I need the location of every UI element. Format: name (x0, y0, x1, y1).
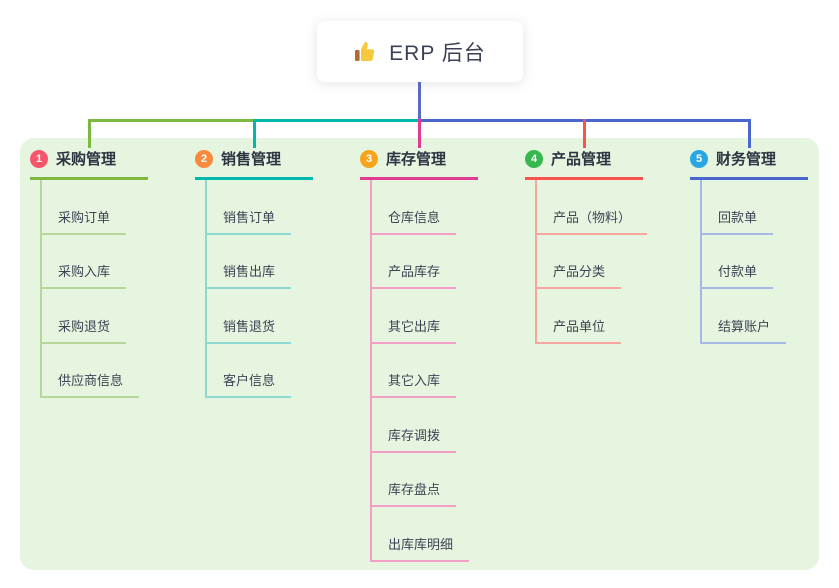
child-label: 产品库存 (388, 264, 441, 279)
branch-number-badge: 1 (30, 149, 48, 168)
child-node[interactable]: 客户信息 (207, 344, 292, 398)
branch-node-2: 2 销售管理 销售订单销售出库销售退货客户信息 (195, 146, 355, 398)
branch-connector-drop (582, 119, 586, 148)
child-label: 仓库信息 (388, 209, 441, 225)
branch-title: 财务管理 (716, 151, 777, 168)
child-label: 其它出库 (388, 318, 441, 334)
branch-title: 销售管理 (221, 151, 282, 168)
child-label: 库存调拨 (388, 427, 441, 443)
branch-children: 回款单付款单结算账户 (700, 180, 787, 344)
child-node[interactable]: 出库库明细 (372, 507, 470, 562)
branch-children: 销售订单销售出库销售退货客户信息 (205, 180, 292, 398)
child-node[interactable]: 销售订单 (207, 180, 292, 235)
branch-number-badge: 4 (525, 149, 543, 168)
child-label: 销售退货 (223, 318, 276, 334)
branch-title: 产品管理 (551, 151, 612, 168)
child-label: 产品单位 (553, 318, 606, 334)
child-node[interactable]: 付款单 (702, 235, 774, 289)
branch-node-4: 4 产品管理 产品（物料） 产品分类产品单位 (525, 146, 685, 344)
child-label: 其它入库 (388, 373, 441, 388)
branch-header[interactable]: 5 财务管理 (690, 146, 808, 180)
child-label: 结算账户 (718, 318, 771, 334)
branch-number-badge: 5 (690, 149, 708, 168)
child-label: 库存盘点 (388, 482, 441, 497)
branch-children: 产品（物料） 产品分类产品单位 (535, 180, 648, 344)
root-connector (417, 82, 421, 119)
child-node[interactable]: 销售出库 (207, 235, 292, 289)
child-node[interactable]: 供应商信息 (42, 344, 140, 398)
branch-children: 采购订单采购入库采购退货供应商信息 (40, 180, 140, 398)
child-label: 出库库明细 (388, 536, 454, 552)
child-label: 采购订单 (58, 209, 111, 225)
child-label: 供应商信息 (58, 373, 124, 388)
child-node[interactable]: 采购入库 (42, 235, 127, 289)
child-label: 付款单 (718, 264, 758, 279)
branch-node-3: 3 库存管理 仓库信息产品库存其它出库其它入库库存调拨库存盘点出库库明细 (360, 146, 520, 562)
child-node[interactable]: 库存盘点 (372, 453, 457, 507)
child-node[interactable]: 其它入库 (372, 344, 457, 398)
child-node[interactable]: 库存调拨 (372, 398, 457, 453)
child-label: 客户信息 (223, 373, 276, 388)
branch-number-badge: 3 (360, 149, 378, 168)
branch-connector-drop (417, 119, 421, 148)
branch-node-5: 5 财务管理 回款单付款单结算账户 (690, 146, 839, 344)
branch-connector-bus (89, 119, 254, 122)
branch-header[interactable]: 2 销售管理 (195, 146, 313, 180)
branch-number-badge: 2 (195, 149, 213, 168)
child-node[interactable]: 回款单 (702, 180, 774, 235)
root-title: ERP 后台 (389, 41, 486, 65)
child-node[interactable]: 产品库存 (372, 235, 457, 289)
child-label: 销售出库 (223, 264, 276, 279)
child-node[interactable]: 产品单位 (537, 289, 622, 344)
branch-node-1: 1 采购管理 采购订单采购入库采购退货供应商信息 (30, 146, 190, 398)
child-node[interactable]: 结算账户 (702, 289, 787, 344)
child-label: 产品（物料） (553, 209, 632, 225)
child-label: 回款单 (718, 209, 758, 225)
child-node[interactable]: 销售退货 (207, 289, 292, 344)
mindmap-panel (20, 138, 819, 570)
child-label: 采购入库 (58, 264, 111, 279)
child-node[interactable]: 仓库信息 (372, 180, 457, 235)
branch-children: 仓库信息产品库存其它出库其它入库库存调拨库存盘点出库库明细 (370, 180, 470, 562)
branch-header[interactable]: 1 采购管理 (30, 146, 148, 180)
branch-header[interactable]: 3 库存管理 (360, 146, 478, 180)
child-node[interactable]: 产品分类 (537, 235, 622, 289)
child-label: 销售订单 (223, 209, 276, 225)
branch-title: 采购管理 (56, 151, 117, 168)
child-label: 产品分类 (553, 264, 606, 279)
child-label: 采购退货 (58, 318, 111, 334)
child-node[interactable]: 采购退货 (42, 289, 127, 344)
child-node[interactable]: 其它出库 (372, 289, 457, 344)
branch-connector-drop (252, 119, 256, 148)
branch-header[interactable]: 4 产品管理 (525, 146, 643, 180)
child-node[interactable]: 产品（物料） (537, 180, 648, 235)
branch-connector-drop (87, 119, 91, 148)
branch-connector-bus (254, 119, 419, 122)
branch-title: 库存管理 (386, 151, 447, 168)
root-node[interactable]: ERP 后台 (317, 21, 523, 82)
thumbs-up-icon (355, 41, 375, 61)
child-node[interactable]: 采购订单 (42, 180, 127, 235)
branch-connector-drop (747, 119, 751, 148)
